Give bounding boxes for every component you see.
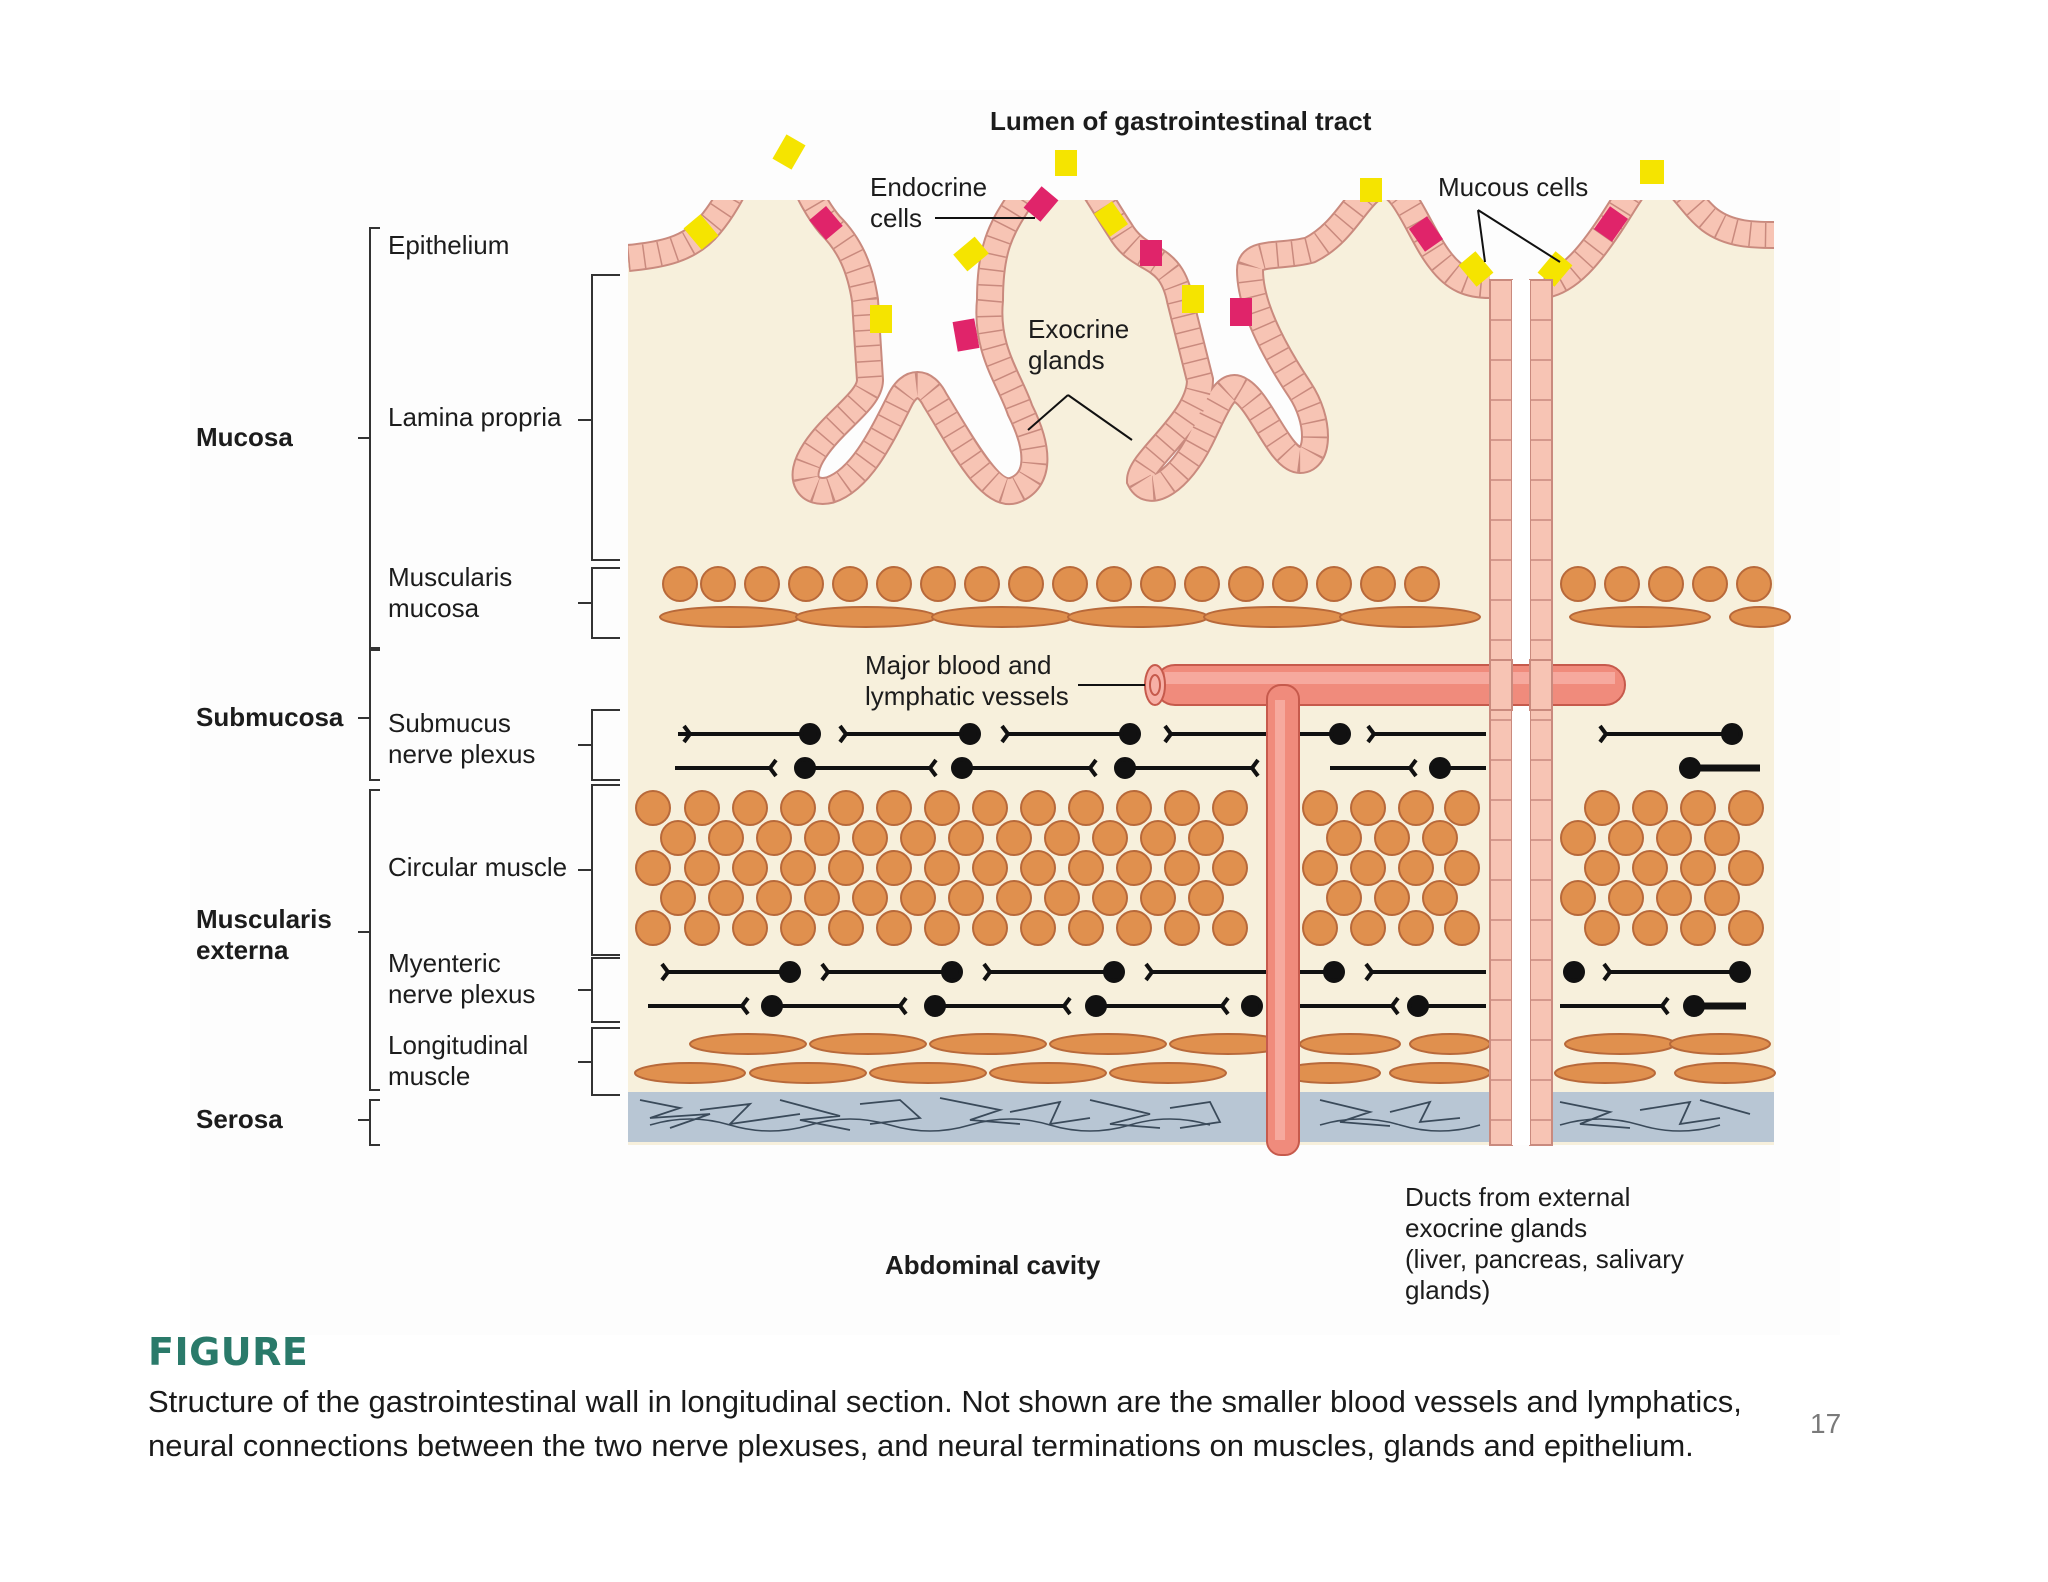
endocrine-cells bbox=[809, 186, 1629, 352]
myenteric-nerve-plexus bbox=[648, 961, 1751, 1017]
muscularis-mucosa-layer bbox=[659, 566, 1791, 628]
figure-caption: Structure of the gastrointestinal wall i… bbox=[148, 1384, 1742, 1463]
external-duct-front bbox=[1489, 659, 1553, 711]
longitudinal-muscle-label: Longitudinal muscle bbox=[388, 1030, 529, 1091]
mucous-cells bbox=[683, 134, 1664, 333]
mucous-cells-label: Mucous cells bbox=[1438, 172, 1589, 202]
ducts-label: Ducts from external exocrine glands (liv… bbox=[1405, 1182, 1684, 1305]
epithelium-layer bbox=[628, 200, 1774, 505]
myenteric-plexus-label: Myenteric nerve plexus bbox=[388, 948, 536, 1009]
circular-muscle-block-2 bbox=[1302, 790, 1480, 946]
submucosa-label: Submucosa bbox=[196, 702, 344, 732]
exocrine-glands-label: Exocrine glands bbox=[1028, 314, 1130, 375]
epithelium-label: Epithelium bbox=[388, 230, 510, 260]
leader-lines bbox=[935, 209, 1561, 686]
muscularis-externa-label: Muscularis externa bbox=[196, 904, 332, 965]
abdominal-cavity-label: Abdominal cavity bbox=[885, 1250, 1101, 1280]
external-duct bbox=[1489, 279, 1553, 1146]
circular-muscle-layer bbox=[635, 790, 1764, 946]
page-number: 17 bbox=[1810, 1408, 1842, 1439]
layer-brackets bbox=[358, 227, 620, 1146]
longitudinal-muscle-layer bbox=[634, 1033, 1776, 1084]
lumen-label: Lumen of gastrointestinal tract bbox=[990, 106, 1372, 136]
major-vessels-label: Major blood and lymphatic vessels bbox=[865, 650, 1069, 711]
submucus-nerve-plexus bbox=[675, 723, 1760, 779]
endocrine-cells-label: Endocrine cells bbox=[870, 172, 988, 233]
circular-muscle-block-3 bbox=[1560, 790, 1764, 946]
muscularis-mucosa-label: Muscularis mucosa bbox=[388, 562, 513, 623]
lamina-propria-label: Lamina propria bbox=[388, 402, 562, 432]
submucus-plexus-label: Submucus nerve plexus bbox=[388, 708, 536, 769]
serosa-label: Serosa bbox=[196, 1104, 283, 1134]
muscularis-mucosa-round-fibers bbox=[662, 566, 1772, 602]
figure-title: FIGURE bbox=[148, 1330, 309, 1374]
mucosa-label: Mucosa bbox=[196, 422, 293, 452]
muscularis-mucosa-long-fibers bbox=[659, 606, 1791, 628]
serosa-layer bbox=[628, 1092, 1774, 1142]
circular-muscle-block-1 bbox=[635, 790, 1248, 946]
circular-muscle-label: Circular muscle bbox=[388, 852, 568, 882]
